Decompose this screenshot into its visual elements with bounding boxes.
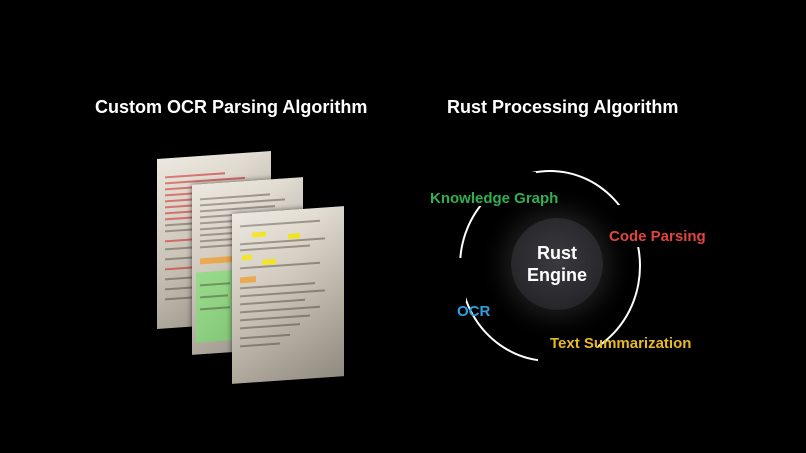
engine-label-line2: Engine (526, 265, 587, 285)
rust-engine-node: Rust Engine (511, 218, 603, 310)
capability-ocr: OCR (457, 303, 491, 320)
capability-knowledge-graph: Knowledge Graph (430, 190, 559, 207)
document-page-icon (232, 206, 344, 384)
capability-text-summarization: Text Summarization (550, 335, 692, 352)
capability-code-parsing: Code Parsing (609, 228, 706, 245)
engine-label-line1: Rust (537, 243, 577, 263)
ocr-section-title: Custom OCR Parsing Algorithm (95, 97, 368, 117)
rust-section-title: Rust Processing Algorithm (447, 97, 679, 117)
